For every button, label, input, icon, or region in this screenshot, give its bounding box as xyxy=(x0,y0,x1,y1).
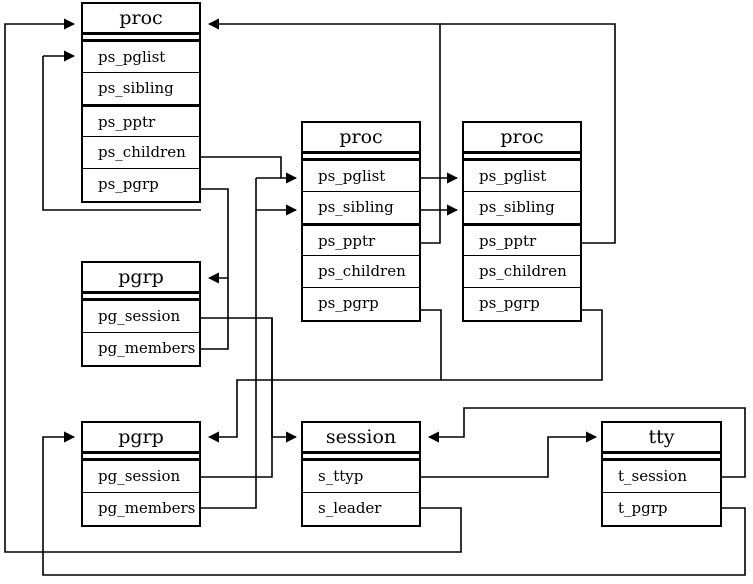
field-ps-sibling[interactable]: ps_sibling xyxy=(303,192,419,223)
field-ps-pptr[interactable]: ps_pptr xyxy=(303,223,419,256)
struct-title: pgrp xyxy=(83,423,199,454)
struct-title: proc xyxy=(303,123,419,154)
field-ps-pgrp[interactable]: ps_pgrp xyxy=(83,169,199,201)
wire-parent-pgrp-to-pgrp-upper xyxy=(201,188,229,284)
field-t-session[interactable]: t_session xyxy=(603,461,720,493)
struct-title: pgrp xyxy=(83,263,199,294)
field-pg-members[interactable]: pg_members xyxy=(83,493,199,525)
struct-pgrp-upper[interactable]: pgrp pg_session pg_members xyxy=(81,261,201,367)
struct-title: proc xyxy=(83,4,199,35)
struct-divider xyxy=(603,454,720,461)
field-ps-children[interactable]: ps_children xyxy=(464,256,580,288)
field-ps-children[interactable]: ps_children xyxy=(83,137,199,169)
wire-child1-pgrp-down xyxy=(207,309,442,443)
wire-children-to-child1-pglist xyxy=(201,156,298,184)
wire-session-leader-to-proc xyxy=(4,18,462,553)
field-ps-pglist[interactable]: ps_pglist xyxy=(303,161,419,192)
wire-pgrp-upper-members xyxy=(201,278,229,350)
field-t-pgrp[interactable]: t_pgrp xyxy=(603,493,720,525)
field-pg-session[interactable]: pg_session xyxy=(83,461,199,493)
field-ps-pglist[interactable]: ps_pglist xyxy=(83,42,199,73)
struct-divider xyxy=(464,154,580,161)
field-s-leader[interactable]: s_leader xyxy=(303,493,419,525)
wire-rail-riser-pglist xyxy=(42,56,201,211)
wire-child1-pptr-to-parent xyxy=(207,18,441,244)
field-ps-pglist[interactable]: ps_pglist xyxy=(464,161,580,192)
struct-pgrp-lower[interactable]: pgrp pg_session pg_members xyxy=(81,421,201,527)
struct-divider xyxy=(83,35,199,42)
field-ps-pptr[interactable]: ps_pptr xyxy=(83,104,199,137)
struct-title: proc xyxy=(464,123,580,154)
wire-child2-pptr-to-parent xyxy=(440,23,616,244)
wire-pgrp-lower-members xyxy=(201,210,257,509)
struct-divider xyxy=(303,154,419,161)
struct-title: tty xyxy=(603,423,720,454)
field-s-ttyp[interactable]: s_ttyp xyxy=(303,461,419,493)
struct-divider xyxy=(303,454,419,461)
field-ps-pgrp[interactable]: ps_pgrp xyxy=(464,288,580,320)
field-ps-sibling[interactable]: ps_sibling xyxy=(464,192,580,223)
wire-tty-pgrp-to-pgrp-lower xyxy=(42,431,746,576)
struct-proc-parent[interactable]: proc ps_pglist ps_sibling ps_pptr ps_chi… xyxy=(81,2,201,203)
struct-tty[interactable]: tty t_session t_pgrp xyxy=(601,421,722,527)
wire-pgrp-upper-session xyxy=(201,317,298,443)
struct-session[interactable]: session s_ttyp s_leader xyxy=(301,421,421,527)
wire-pgrp-lower-session xyxy=(201,318,273,478)
struct-proc-child-1[interactable]: proc ps_pglist ps_sibling ps_pptr ps_chi… xyxy=(301,121,421,322)
field-ps-children[interactable]: ps_children xyxy=(303,256,419,288)
struct-title: session xyxy=(303,423,419,454)
field-ps-sibling[interactable]: ps_sibling xyxy=(83,73,199,104)
field-ps-pgrp[interactable]: ps_pgrp xyxy=(303,288,419,320)
wire-tty-session-to-session xyxy=(427,407,746,478)
field-pg-members[interactable]: pg_members xyxy=(83,333,199,365)
struct-divider xyxy=(83,294,199,301)
wire-session-ttyp-to-tty xyxy=(421,431,598,478)
struct-divider xyxy=(83,454,199,461)
wire-child2-pgrp-down xyxy=(441,309,603,381)
field-pg-session[interactable]: pg_session xyxy=(83,301,199,333)
field-ps-pptr[interactable]: ps_pptr xyxy=(464,223,580,256)
struct-proc-child-2[interactable]: proc ps_pglist ps_sibling ps_pptr ps_chi… xyxy=(462,121,582,322)
